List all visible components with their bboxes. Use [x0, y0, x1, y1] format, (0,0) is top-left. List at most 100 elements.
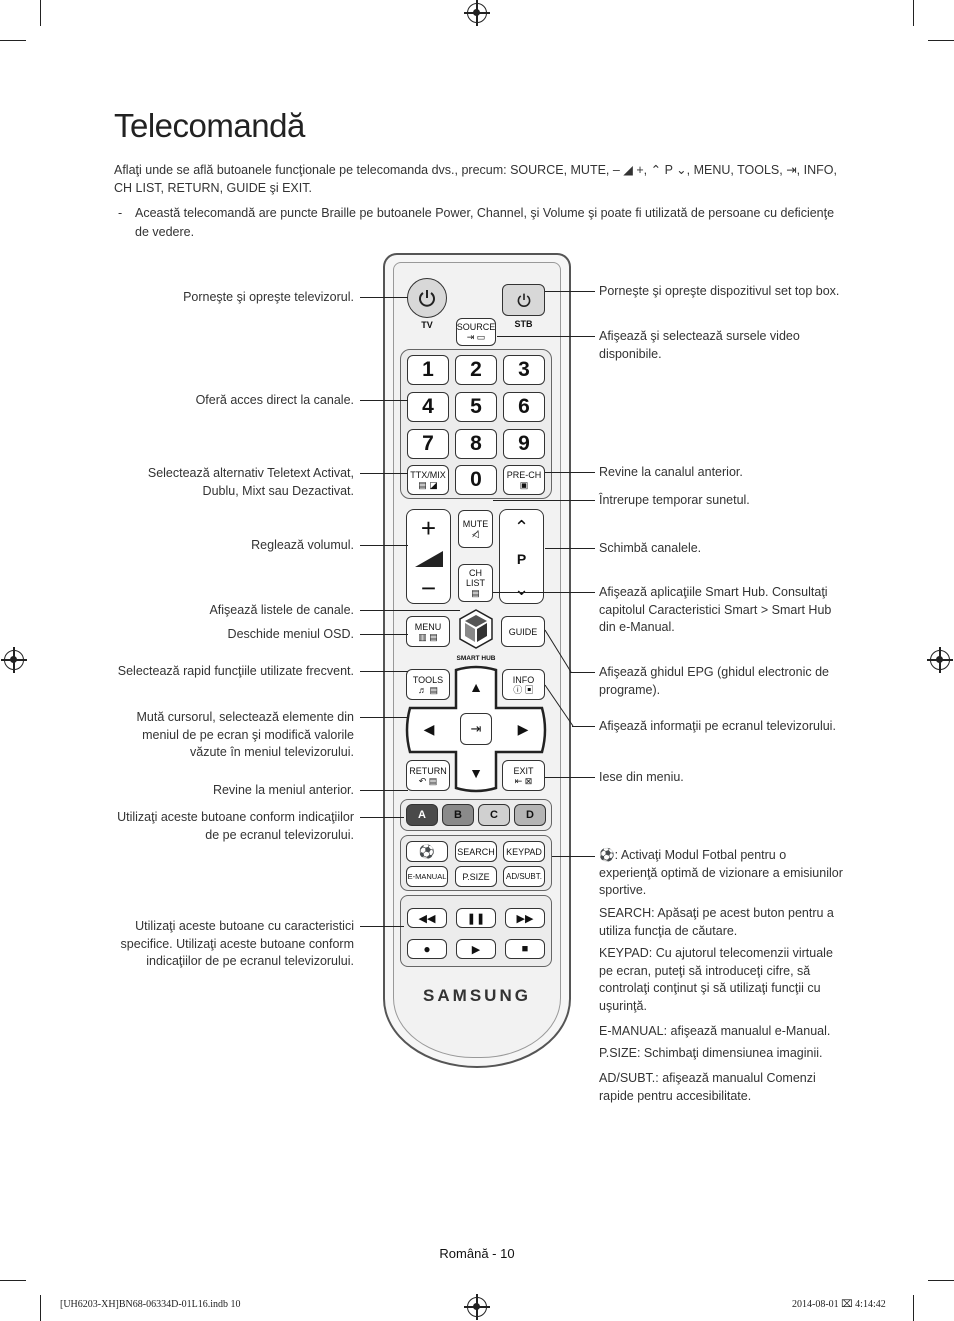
- tv-power-button[interactable]: [407, 278, 447, 318]
- color-b-button[interactable]: B: [442, 804, 474, 826]
- rewind-button[interactable]: ◀◀: [407, 908, 447, 928]
- label-tools: Selectează rapid funcţiile utilizate fre…: [117, 664, 354, 678]
- tools-button[interactable]: TOOLS ♬ ▤: [406, 669, 450, 700]
- color-d-button[interactable]: D: [514, 804, 546, 826]
- smart-hub-caption: SMART HUB: [456, 655, 496, 662]
- label-guide: Afişează ghidul EPG (ghidul electronic d…: [599, 665, 829, 697]
- stop-icon: ■: [521, 943, 529, 955]
- guide-button[interactable]: GUIDE: [501, 616, 545, 647]
- callout-line: [360, 545, 408, 546]
- power-icon: [517, 293, 530, 307]
- digit-0-button[interactable]: 0: [455, 465, 497, 495]
- label-prech: Revine la canalul anterior.: [599, 465, 743, 479]
- p-size-button[interactable]: P.SIZE: [455, 866, 497, 887]
- enter-button[interactable]: ⇥: [460, 713, 492, 745]
- label-media: Utilizaţi aceste butoane cu caracteristi…: [120, 919, 354, 968]
- play-icon: ▶: [471, 943, 481, 956]
- crop-mark: [928, 40, 954, 41]
- record-button[interactable]: ●: [407, 939, 447, 959]
- digit-9-button[interactable]: 9: [503, 429, 545, 459]
- ttx-mix-button[interactable]: TTX/MIX ▤ ◪: [407, 465, 449, 495]
- label-numbers: Oferă acces direct la canale.: [195, 393, 354, 407]
- keypad-button[interactable]: KEYPAD: [503, 841, 545, 862]
- callout-line: [360, 817, 404, 818]
- ch-list-button[interactable]: CH LIST ▤: [458, 564, 493, 602]
- pre-ch-button[interactable]: PRE-CH ▣: [503, 465, 545, 495]
- label-keypad: KEYPAD: Cu ajutorul telecomenzii virtual…: [599, 946, 833, 1013]
- callout-line: [360, 473, 408, 474]
- menu-button[interactable]: MENU ▥ ▤: [406, 616, 450, 647]
- note-text: Această telecomandă are puncte Braille p…: [135, 206, 835, 239]
- label-source: Afişează şi selectează sursele video dis…: [599, 329, 800, 361]
- registration-mark-icon: [464, 1294, 490, 1320]
- nav-right-button[interactable]: ▶: [504, 714, 542, 744]
- info-icon: ⓘ ▣: [513, 684, 534, 695]
- crop-mark: [40, 1295, 41, 1321]
- label-chlist: Afişează listele de canale.: [209, 603, 354, 617]
- label-search: SEARCH: Apăsaţi pe acest buton pentru a …: [599, 906, 834, 938]
- callout-line: [552, 856, 595, 857]
- nav-down-button[interactable]: ▼: [462, 756, 490, 790]
- play-button[interactable]: ▶: [456, 939, 496, 959]
- source-label: SOURCE: [456, 322, 496, 332]
- arrow-down-icon: ▼: [469, 765, 483, 781]
- stb-power-button[interactable]: [502, 284, 545, 316]
- callout-line: [545, 472, 595, 473]
- return-button[interactable]: RETURN ↶ ▤: [406, 760, 450, 791]
- callout-line: [360, 717, 408, 718]
- page-number: Română - 10: [439, 1246, 515, 1261]
- digit-5-button[interactable]: 5: [455, 392, 497, 422]
- fast-forward-icon: ▶▶: [516, 912, 534, 925]
- mute-button[interactable]: MUTE ◁̸: [458, 510, 493, 548]
- label-menu: Deschide meniul OSD.: [227, 627, 354, 641]
- label-volume: Reglează volumul.: [251, 538, 354, 552]
- channel-rocker[interactable]: ⌃ P ⌄: [499, 509, 544, 604]
- color-c-button[interactable]: C: [478, 804, 510, 826]
- return-label: RETURN: [409, 765, 447, 776]
- digit-2-button[interactable]: 2: [455, 355, 497, 385]
- digit-1-button[interactable]: 1: [407, 355, 449, 385]
- callout-line: [545, 291, 595, 292]
- menu-icon: ▥ ▤: [418, 631, 438, 642]
- digit-6-button[interactable]: 6: [503, 392, 545, 422]
- digit-4-button[interactable]: 4: [407, 392, 449, 422]
- record-icon: ●: [423, 942, 431, 956]
- digit-7-button[interactable]: 7: [407, 429, 449, 459]
- nav-left-button[interactable]: ◀: [410, 714, 448, 744]
- exit-button[interactable]: EXIT ⇤ ⊠: [502, 760, 545, 791]
- crop-mark: [913, 0, 914, 26]
- callout-line: [493, 500, 595, 501]
- page-title: Telecomandă: [114, 107, 305, 144]
- label-mute: Întrerupe temporar sunetul.: [599, 493, 750, 507]
- callout-line: [493, 592, 595, 593]
- note-dash: -: [118, 206, 123, 220]
- tools-label: TOOLS: [412, 674, 444, 685]
- nav-up-button[interactable]: ▲: [462, 670, 490, 704]
- search-button[interactable]: SEARCH: [455, 841, 497, 862]
- prech-label: PRE-CH: [506, 470, 542, 480]
- digit-3-button[interactable]: 3: [503, 355, 545, 385]
- label-color: Utilizaţi aceste butoane conform indicaţ…: [117, 810, 354, 842]
- callout-line: [360, 790, 408, 791]
- chlist-label: CH LIST: [465, 568, 485, 588]
- callout-line: [360, 610, 460, 611]
- arrow-right-icon: ▶: [517, 720, 529, 737]
- source-button[interactable]: SOURCE ⇥ ▭: [456, 318, 496, 346]
- label-psize: P.SIZE: Schimbaţi dimensiunea imaginii.: [599, 1046, 823, 1060]
- label-emanual: E-MANUAL: afişează manualul e-Manual.: [599, 1024, 831, 1038]
- ad-subt-button[interactable]: AD/SUBT.: [503, 866, 545, 887]
- smart-hub-button[interactable]: [459, 609, 493, 649]
- callout-line: [572, 726, 595, 727]
- fast-forward-button[interactable]: ▶▶: [505, 908, 545, 928]
- pause-button[interactable]: ❚❚: [456, 908, 496, 928]
- football-mode-button[interactable]: ⚽: [406, 841, 448, 862]
- info-button[interactable]: INFO ⓘ ▣: [502, 669, 545, 700]
- volume-wedge-icon: [414, 551, 443, 568]
- crop-mark: [0, 40, 26, 41]
- label-stb: Porneşte şi opreşte dispozitivul set top…: [599, 284, 840, 298]
- color-a-button[interactable]: A: [406, 804, 438, 826]
- stop-button[interactable]: ■: [505, 939, 545, 959]
- digit-8-button[interactable]: 8: [455, 429, 497, 459]
- volume-rocker[interactable]: + −: [406, 509, 451, 604]
- e-manual-button[interactable]: E-MANUAL: [406, 866, 448, 887]
